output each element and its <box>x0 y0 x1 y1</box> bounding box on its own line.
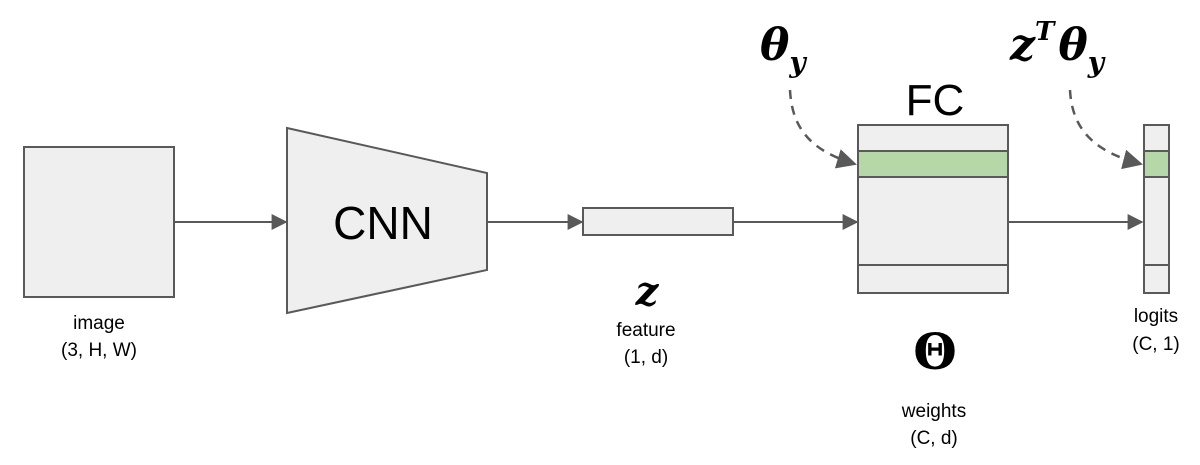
weights-label: weights <box>901 401 966 422</box>
ztheta-sub: y <box>1087 46 1106 79</box>
theta-y-annotation: θy <box>760 20 807 79</box>
logits-shape: (C, 1) <box>1132 334 1180 355</box>
image-label: image <box>73 313 125 334</box>
feature-label: feature <box>616 320 675 341</box>
theta-y-dashed-arrow <box>788 89 857 169</box>
z-t-theta-y-annotation: zTθy <box>1009 17 1106 79</box>
ztheta-sup: T <box>1035 17 1056 47</box>
theta-y-sub: y <box>788 46 807 79</box>
image-box <box>23 146 175 298</box>
cnn-label: CNN <box>333 197 433 249</box>
logits-highlight-cell <box>1143 150 1170 178</box>
logits-label: logits <box>1134 306 1178 327</box>
feature-symbol: z <box>635 268 660 315</box>
weights-symbol: Θ <box>913 322 957 381</box>
ztheta-z: z <box>1009 20 1036 71</box>
feature-shape: (1, d) <box>624 347 668 368</box>
image-shape: (3, H, W) <box>61 340 137 361</box>
theta-y-base: θ <box>760 20 790 71</box>
ztheta-theta: θ <box>1058 20 1088 71</box>
feature-bar <box>582 207 734 236</box>
cnn-trapezoid <box>286 126 488 315</box>
fc-title: FC <box>906 76 965 125</box>
fc-highlight-row <box>857 150 1009 178</box>
z-t-theta-y-dashed-arrow <box>1068 89 1143 170</box>
weights-shape: (C, d) <box>910 428 958 449</box>
